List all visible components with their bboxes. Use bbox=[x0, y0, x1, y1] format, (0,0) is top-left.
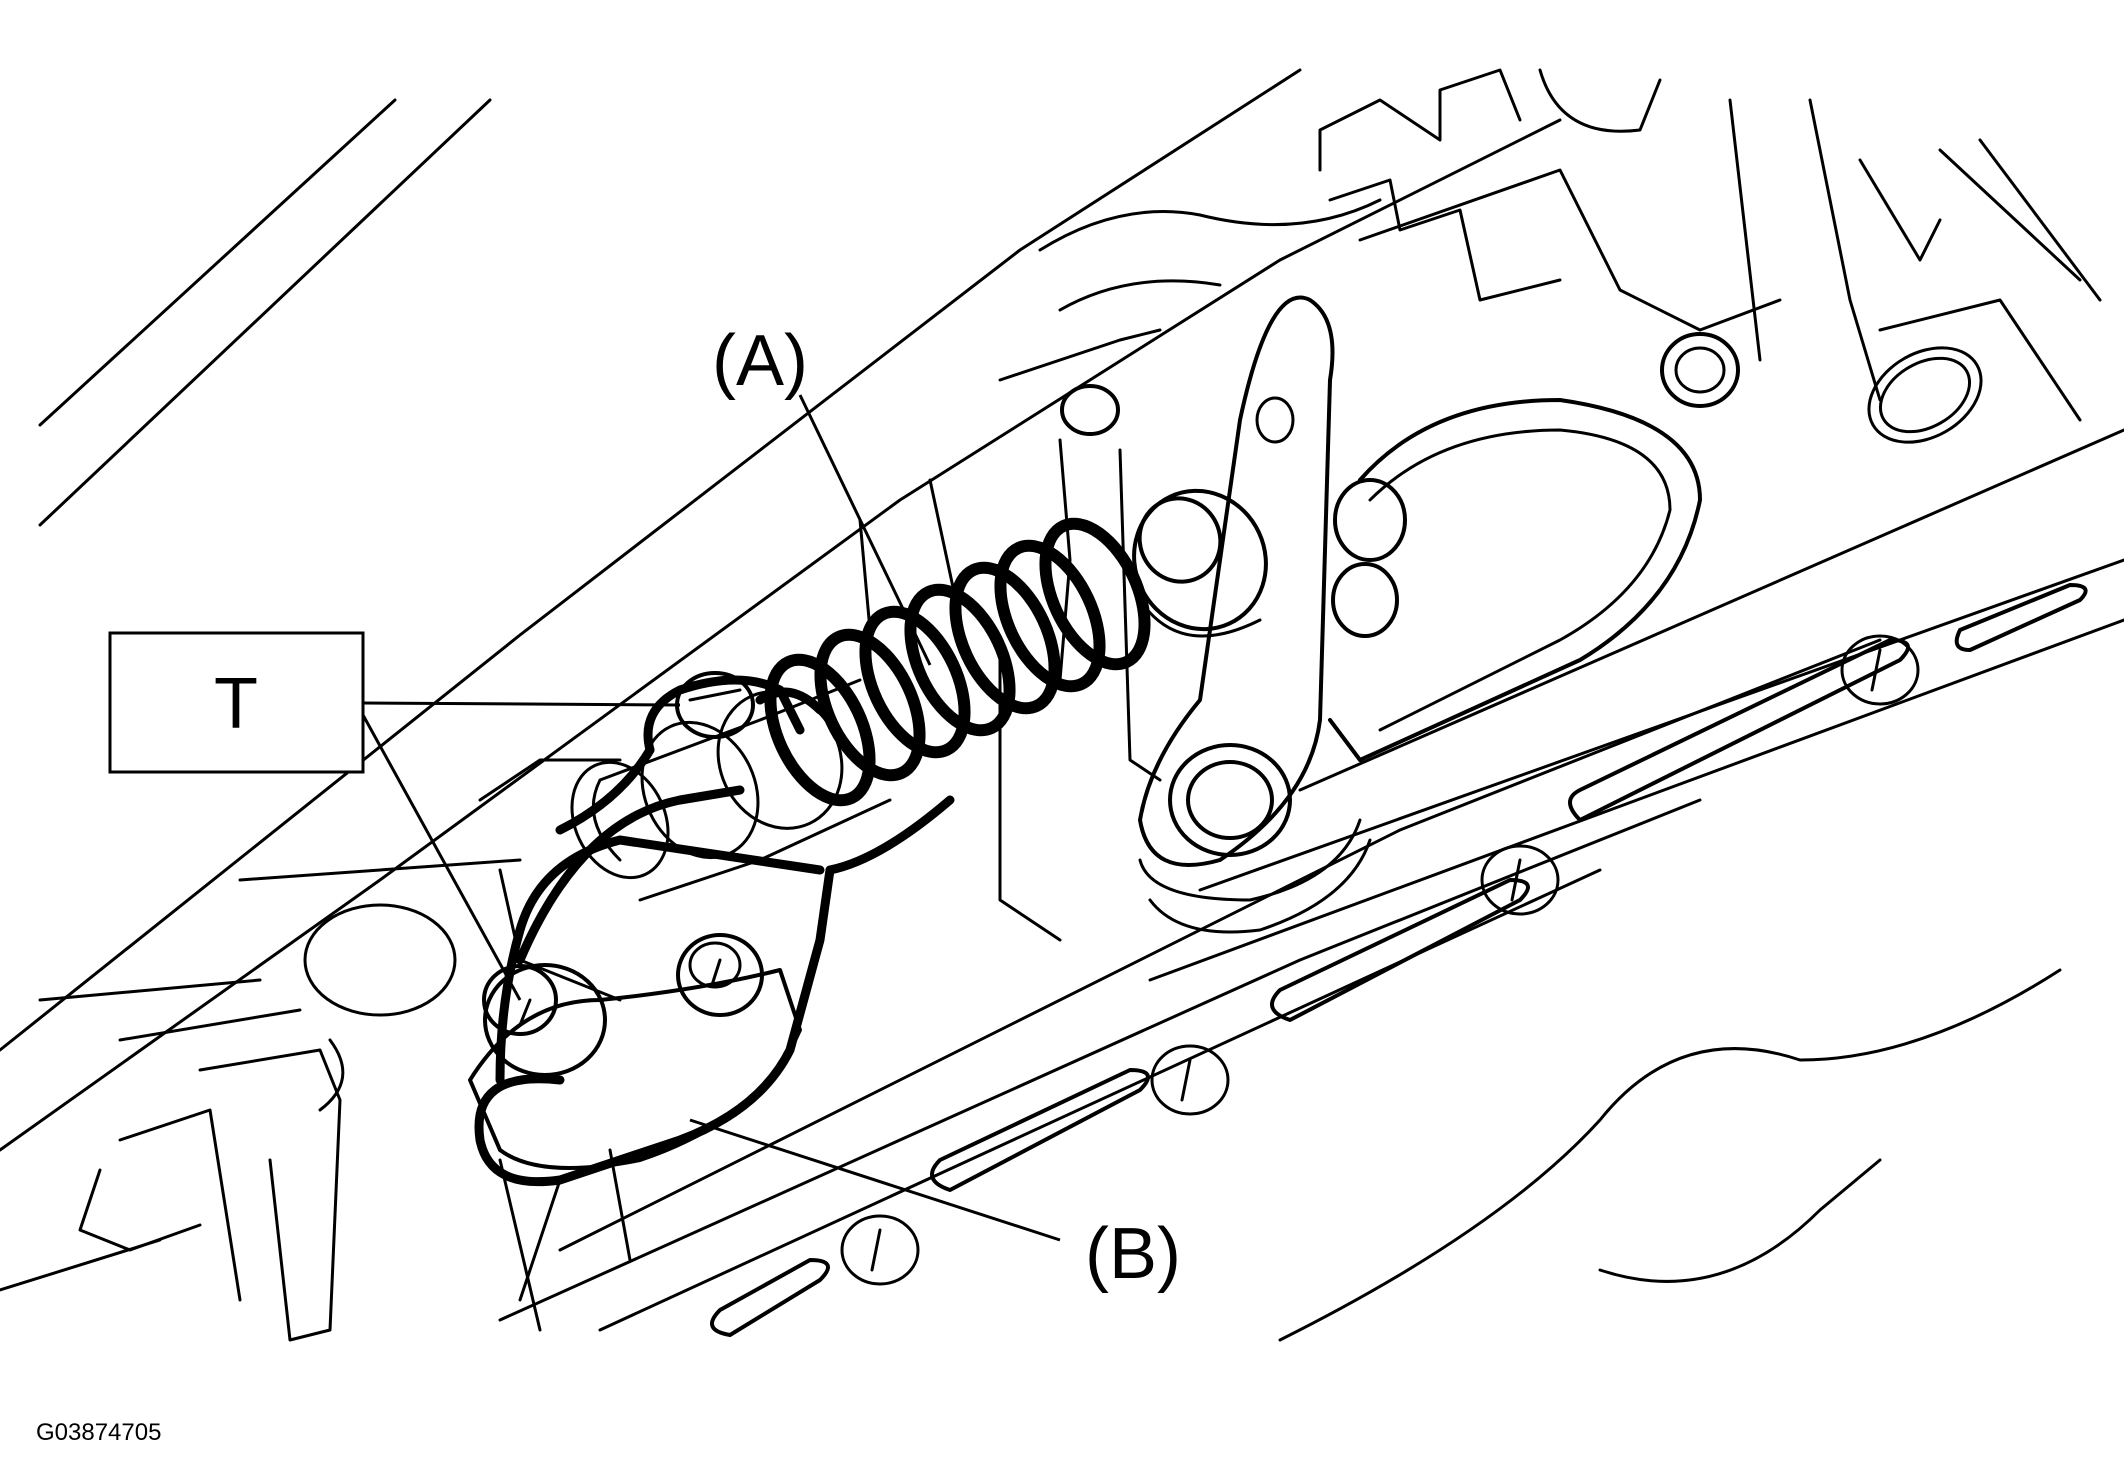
cover-bolt bbox=[1150, 1044, 1230, 1116]
figure-id: G03874705 bbox=[36, 1419, 161, 1446]
shift-lever bbox=[1138, 295, 1372, 934]
cover-bolt bbox=[840, 1214, 920, 1286]
spring-a bbox=[764, 517, 1151, 807]
callout-b: (B) bbox=[689, 1118, 1181, 1294]
callout-t: T bbox=[108, 631, 681, 1001]
cover-bolt bbox=[1480, 844, 1560, 916]
callout-a: (A) bbox=[712, 321, 932, 666]
housing-outline bbox=[0, 68, 2124, 1342]
rod-end-bolt bbox=[1132, 488, 1268, 638]
t-label-box bbox=[108, 631, 365, 774]
callout-a-label: (A) bbox=[712, 321, 808, 401]
wire-harness-b bbox=[474, 675, 955, 1187]
callout-b-label: (B) bbox=[1085, 1214, 1181, 1294]
lower-mount bbox=[468, 933, 802, 1170]
cover-bolt bbox=[1840, 634, 1920, 706]
t-label: T bbox=[214, 664, 258, 744]
